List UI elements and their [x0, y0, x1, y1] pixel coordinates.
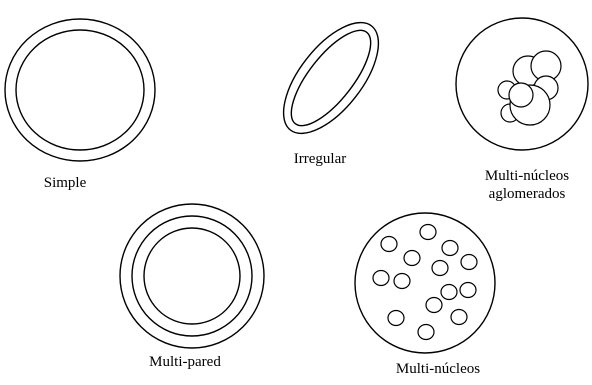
- cluster-nucleus: [508, 82, 534, 108]
- nucleus: [380, 235, 398, 253]
- label-multi-nucleos: Multi-núcleos: [395, 361, 481, 377]
- nucleus: [431, 259, 449, 277]
- label-multi-nucleos-aglomerados: Multi-núcleos aglomerados: [462, 167, 592, 203]
- nucleus: [441, 239, 459, 257]
- irregular-shape: [282, 21, 380, 135]
- simple-shape: [4, 18, 156, 162]
- nucleus: [393, 272, 411, 290]
- nucleus: [460, 253, 478, 271]
- multi-nucleos-shape: [354, 212, 496, 354]
- label-multi-nucleos-aglomerados-line2: aglomerados: [488, 186, 566, 202]
- nucleus: [387, 309, 405, 327]
- label-simple: Simple: [43, 175, 87, 191]
- nucleus: [403, 249, 421, 267]
- label-multi-pared: Multi-pared: [149, 354, 221, 370]
- multi-pared-shape: [119, 203, 265, 349]
- nucleus: [419, 223, 437, 241]
- label-multi-nucleos-aglomerados-line1: Multi-núcleos: [484, 168, 570, 184]
- nucleus: [450, 308, 468, 326]
- nucleus: [459, 281, 477, 299]
- label-irregular: Irregular: [293, 151, 347, 167]
- nucleus: [440, 283, 458, 301]
- multi-nucleos-aglomerados-shape: [455, 17, 589, 151]
- nucleus: [425, 296, 443, 314]
- nucleus: [372, 269, 390, 287]
- nucleus: [417, 323, 435, 341]
